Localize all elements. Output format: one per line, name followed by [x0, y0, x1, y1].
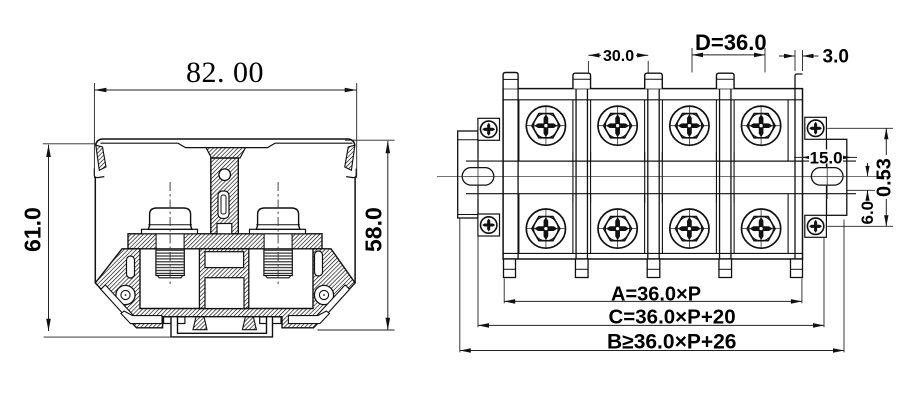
svg-text:0.53: 0.53 [874, 158, 896, 197]
svg-text:B≥36.0×P+26: B≥36.0×P+26 [607, 331, 736, 354]
svg-text:A=36.0×P: A=36.0×P [611, 284, 701, 306]
svg-text:3.0: 3.0 [823, 47, 849, 68]
svg-text:58.0: 58.0 [361, 207, 387, 252]
svg-text:6.0: 6.0 [858, 201, 877, 225]
svg-text:C=36.0×P+20: C=36.0×P+20 [609, 306, 736, 329]
svg-text:D=36.0: D=36.0 [695, 30, 767, 55]
svg-text:30.0: 30.0 [603, 48, 634, 65]
svg-text:82. 00: 82. 00 [186, 56, 264, 89]
svg-text:15.0: 15.0 [810, 149, 843, 168]
svg-text:61.0: 61.0 [20, 207, 46, 252]
